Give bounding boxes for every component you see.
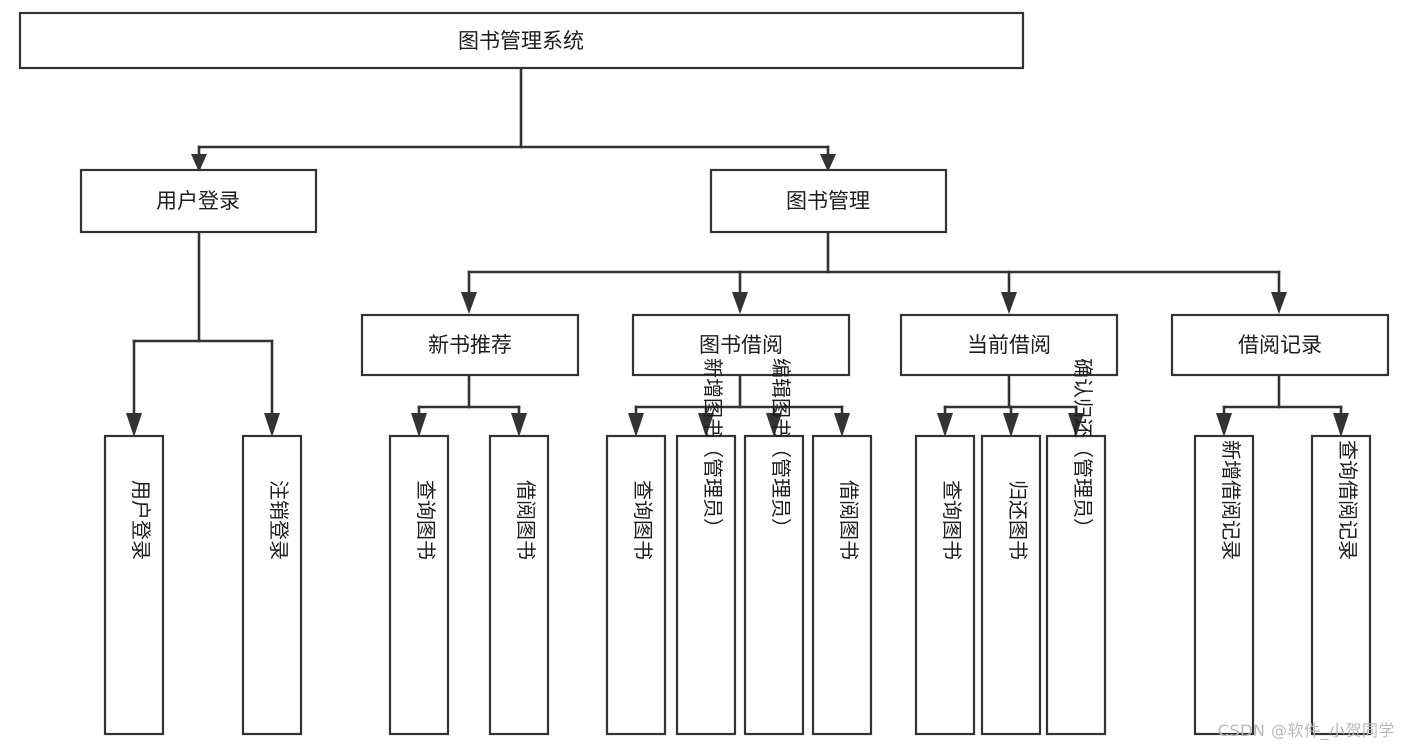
arrowhead-leaf-borrow-book-b	[834, 413, 850, 437]
arrowhead-user-login	[191, 154, 207, 172]
node-leaf-query-book-c[interactable]: 查询图书	[914, 434, 976, 736]
node-leaf-confirm-return-label: 确认归还（管理员）	[1071, 358, 1095, 538]
arrowhead-borrow-record	[1271, 292, 1287, 314]
node-leaf-query-book-b-box[interactable]	[605, 434, 667, 736]
node-book-borrow-label: 图书借阅	[699, 333, 783, 357]
arrowhead-leaf-query-record	[1333, 413, 1349, 437]
node-leaf-return-book-box[interactable]	[980, 434, 1042, 736]
node-leaf-query-book-a-label: 查询图书	[414, 480, 438, 560]
node-leaf-logout-label: 注销登录	[267, 480, 291, 560]
node-book-borrow[interactable]: 图书借阅	[631, 313, 851, 377]
node-leaf-query-book-c-label: 查询图书	[940, 480, 964, 560]
node-leaf-query-book-b[interactable]: 查询图书	[605, 434, 667, 736]
node-leaf-query-book-c-box[interactable]	[914, 434, 976, 736]
node-leaf-query-book-a-box[interactable]	[388, 434, 450, 736]
arrowhead-leaf-add-record	[1216, 413, 1232, 437]
node-leaf-query-record[interactable]: 查询借阅记录	[1310, 434, 1372, 736]
node-leaf-borrow-book-b-label: 借阅图书	[837, 480, 861, 560]
node-leaf-user-login[interactable]: 用户登录	[103, 434, 165, 736]
connector-layer	[126, 66, 1349, 437]
node-leaf-edit-book-label: 编辑图书（管理员）	[769, 358, 793, 538]
arrowhead-leaf-query-book-b	[628, 413, 644, 437]
node-user-login-label: 用户登录	[156, 189, 240, 213]
node-leaf-add-book[interactable]: 新增图书（管理员）	[675, 358, 737, 736]
node-new-book-rec[interactable]: 新书推荐	[360, 313, 580, 377]
node-leaf-logout-box[interactable]	[241, 434, 303, 736]
node-borrow-record-box[interactable]	[1170, 313, 1390, 377]
node-current-borrow-label: 当前借阅	[967, 333, 1051, 357]
node-borrow-record-label: 借阅记录	[1238, 333, 1322, 357]
node-user-login-box[interactable]	[79, 168, 318, 234]
node-new-book-rec-box[interactable]	[360, 313, 580, 377]
node-leaf-query-record-box[interactable]	[1310, 434, 1372, 736]
node-leaf-query-record-label: 查询借阅记录	[1336, 440, 1360, 560]
arrowhead-leaf-user-login	[126, 413, 142, 437]
arrowhead-leaf-borrow-book-a	[511, 413, 527, 437]
node-leaf-confirm-return-box[interactable]	[1045, 434, 1107, 736]
node-borrow-record[interactable]: 借阅记录	[1170, 313, 1390, 377]
node-user-login[interactable]: 用户登录	[79, 168, 318, 234]
node-leaf-add-record[interactable]: 新增借阅记录	[1193, 434, 1255, 736]
node-leaf-edit-book-box[interactable]	[743, 434, 805, 736]
node-leaf-query-book-a[interactable]: 查询图书	[388, 434, 450, 736]
arrowhead-leaf-return-book	[1003, 413, 1019, 437]
arrowhead-leaf-confirm-return	[1068, 413, 1084, 437]
node-root-box[interactable]	[18, 11, 1025, 70]
node-leaf-borrow-book-a[interactable]: 借阅图书	[488, 434, 550, 736]
node-leaf-logout[interactable]: 注销登录	[241, 434, 303, 736]
arrowhead-leaf-add-book	[698, 413, 714, 437]
node-leaf-return-book-label: 归还图书	[1006, 480, 1030, 560]
node-leaf-confirm-return[interactable]: 确认归还（管理员）	[1045, 358, 1107, 736]
arrowhead-leaf-edit-book	[766, 413, 782, 437]
node-new-book-rec-label: 新书推荐	[428, 333, 512, 357]
arrowhead-new-book-rec	[461, 292, 477, 314]
arrowhead-current-borrow	[1001, 292, 1017, 314]
node-root-label: 图书管理系统	[458, 29, 584, 53]
arrowhead-leaf-query-book-a	[411, 413, 427, 437]
node-leaf-borrow-book-a-label: 借阅图书	[514, 480, 538, 560]
node-leaf-query-book-b-label: 查询图书	[631, 480, 655, 560]
node-leaf-borrow-book-a-box[interactable]	[488, 434, 550, 736]
node-leaf-add-record-box[interactable]	[1193, 434, 1255, 736]
node-leaf-user-login-label: 用户登录	[129, 480, 153, 560]
node-leaf-edit-book[interactable]: 编辑图书（管理员）	[743, 358, 805, 736]
node-leaf-add-record-label: 新增借阅记录	[1219, 440, 1243, 560]
node-current-borrow-box[interactable]	[899, 313, 1119, 377]
node-leaf-user-login-box[interactable]	[103, 434, 165, 736]
arrowhead-book-manage	[820, 154, 836, 172]
node-leaf-borrow-book-b[interactable]: 借阅图书	[811, 434, 873, 736]
node-book-manage-box[interactable]	[709, 168, 948, 234]
node-leaf-add-book-box[interactable]	[675, 434, 737, 736]
node-root[interactable]: 图书管理系统	[18, 11, 1025, 70]
node-leaf-return-book[interactable]: 归还图书	[980, 434, 1042, 736]
node-book-manage-label: 图书管理	[786, 189, 870, 213]
arrowhead-book-borrow	[732, 292, 748, 314]
node-leaf-add-book-label: 新增图书（管理员）	[701, 358, 725, 538]
node-current-borrow[interactable]: 当前借阅	[899, 313, 1119, 377]
node-book-borrow-box[interactable]	[631, 313, 851, 377]
node-book-manage[interactable]: 图书管理	[709, 168, 948, 234]
arrowhead-leaf-query-book-c	[937, 413, 953, 437]
node-leaf-borrow-book-b-box[interactable]	[811, 434, 873, 736]
arrowhead-leaf-logout	[264, 413, 280, 437]
